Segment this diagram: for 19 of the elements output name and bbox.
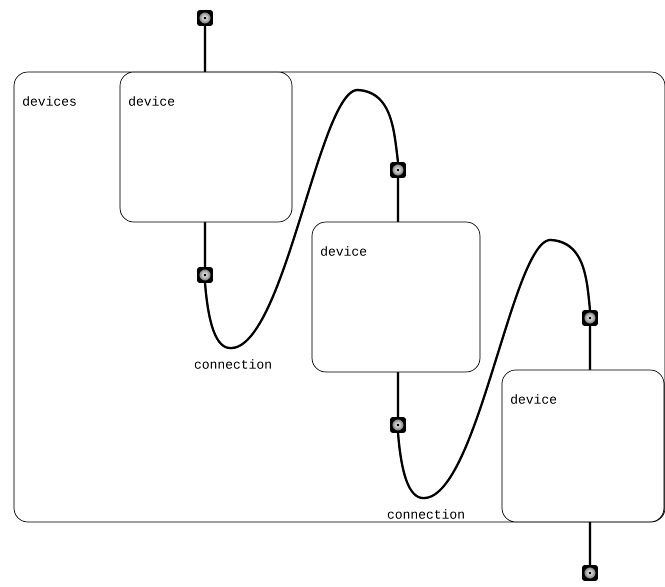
port-connector [390,417,406,433]
connector-line [396,178,400,222]
port-connector [582,565,598,581]
device-box: device [120,72,292,222]
port-connector [582,310,598,326]
edge-label: connection [194,359,271,369]
connection-curve [204,88,400,350]
device-box: device [502,370,664,522]
port-connector [197,10,213,26]
device-box: device [312,222,480,372]
connection-curve [396,238,592,500]
connector-line [204,26,206,72]
connector-line [588,522,592,565]
edge-label: connection [388,509,464,519]
port-connector [390,162,406,178]
port-connector [197,267,213,283]
connector-line [204,222,206,267]
connector-line [396,372,400,417]
connector-line [588,326,592,370]
